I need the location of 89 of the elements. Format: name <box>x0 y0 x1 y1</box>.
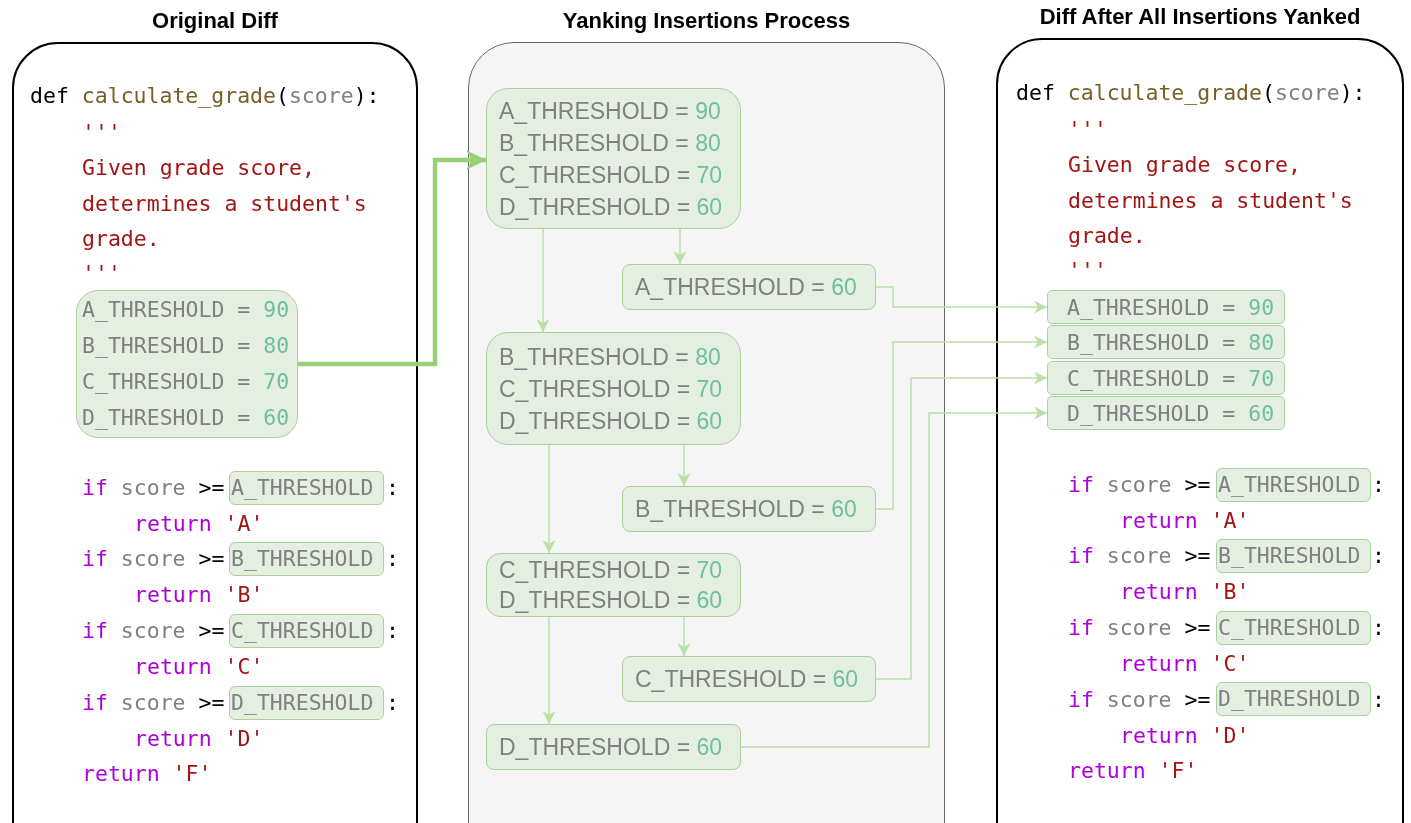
arrow <box>673 228 687 265</box>
code-line: return 'D' <box>134 725 264 753</box>
code-line: A_THRESHOLD = 90 <box>1067 293 1275 322</box>
code-block <box>622 486 876 532</box>
code-line: if score >= <box>82 689 225 717</box>
code-line: B_THRESHOLD = 80 <box>499 342 721 372</box>
code-line: return 'C' <box>134 653 264 681</box>
code-line: if score >= <box>82 617 225 645</box>
code-line: Given grade score, determines a student's grade. <box>1068 151 1354 251</box>
code-line: ''' <box>1068 116 1107 144</box>
code-line: B_THRESHOLD = 80 <box>82 332 290 360</box>
code-line: D_THRESHOLD = 60 <box>499 192 723 222</box>
code-block <box>1047 396 1285 430</box>
code-line: D_THRESHOLD = 60 <box>82 404 290 432</box>
code-line: ''' <box>82 119 121 147</box>
code-line: if score >= <box>1068 686 1211 714</box>
code-line: C_THRESHOLD = 60 <box>635 665 859 694</box>
code-line: ''' <box>1068 257 1107 285</box>
code-line: D_THRESHOLD = 60 <box>499 406 723 436</box>
code-block <box>622 656 876 702</box>
highlighted-identifier: C_THRESHOLD <box>1216 611 1371 645</box>
code-line: ''' <box>82 260 121 288</box>
code-line: if score >= <box>1068 471 1211 499</box>
code-line: A_THRESHOLD = 90 <box>82 296 290 324</box>
code-block <box>76 290 298 438</box>
arrow <box>875 286 1048 314</box>
code-line: D_THRESHOLD = 60 <box>499 586 723 615</box>
arrow <box>298 150 486 367</box>
code-line: return 'C' <box>1120 650 1250 678</box>
code-line: : <box>1372 614 1385 642</box>
code-line: if score >= <box>1068 614 1211 642</box>
code-line: B_THRESHOLD = 60 <box>635 495 857 524</box>
code-line: def calculate_grade(score): <box>30 82 380 110</box>
panel-title: Yanking Insertions Process <box>562 8 851 34</box>
panel-title: Original Diff <box>152 8 278 34</box>
arrow <box>536 228 550 333</box>
highlighted-identifier: B_THRESHOLD <box>229 542 384 576</box>
code-line: : <box>1372 471 1385 499</box>
arrow <box>542 444 556 554</box>
code-block <box>486 724 741 770</box>
code-block <box>486 332 741 445</box>
panel-title: Diff After All Insertions Yanked <box>1039 4 1361 30</box>
code-line: D_THRESHOLD = 60 <box>1067 399 1275 428</box>
code-line: C_THRESHOLD = 70 <box>1067 364 1275 393</box>
arrow <box>542 616 556 725</box>
code-line: C_THRESHOLD = 70 <box>499 556 723 585</box>
code-line: return 'D' <box>1120 722 1250 750</box>
code-line: def calculate_grade(score): <box>1016 79 1366 107</box>
highlighted-identifier: B_THRESHOLD <box>1216 539 1371 573</box>
code-block <box>1047 325 1285 359</box>
code-line: B_THRESHOLD = 80 <box>499 128 721 158</box>
code-line: : <box>1372 542 1385 570</box>
code-line: if score >= <box>82 545 225 573</box>
code-line: if score >= <box>82 474 225 502</box>
code-line: return 'F' <box>1068 757 1198 785</box>
code-block <box>1047 361 1285 395</box>
code-block <box>486 553 741 617</box>
code-line: A_THRESHOLD = 60 <box>635 273 857 302</box>
highlighted-identifier: D_THRESHOLD <box>1216 682 1371 716</box>
arrow <box>740 406 1048 748</box>
code-line: return 'A' <box>1120 507 1250 535</box>
arrow <box>677 444 691 487</box>
code-line: if score >= <box>1068 542 1211 570</box>
arrow <box>677 616 691 657</box>
code-line: : <box>386 689 399 717</box>
code-line: C_THRESHOLD = 70 <box>499 160 723 190</box>
code-line: C_THRESHOLD = 70 <box>499 374 723 404</box>
code-line: : <box>1372 686 1385 714</box>
code-line: C_THRESHOLD = 70 <box>82 368 290 396</box>
code-line: D_THRESHOLD = 60 <box>499 733 723 762</box>
code-line: : <box>386 474 399 502</box>
code-line: return 'F' <box>82 760 212 788</box>
code-line: Given grade score, determines a student's grade. <box>82 154 368 254</box>
highlighted-identifier: A_THRESHOLD <box>229 471 384 505</box>
code-line: : <box>386 545 399 573</box>
highlighted-identifier: D_THRESHOLD <box>229 686 384 720</box>
code-line: return 'B' <box>134 581 264 609</box>
arrow <box>875 335 1048 510</box>
code-block <box>1047 290 1285 324</box>
highlighted-identifier: A_THRESHOLD <box>1216 468 1371 502</box>
code-line: return 'B' <box>1120 578 1250 606</box>
code-block <box>486 88 741 229</box>
highlighted-identifier: C_THRESHOLD <box>229 614 384 648</box>
arrow <box>875 371 1048 680</box>
code-line: : <box>386 617 399 645</box>
code-line: B_THRESHOLD = 80 <box>1067 328 1275 357</box>
code-block <box>622 264 876 310</box>
code-line: A_THRESHOLD = 90 <box>499 96 721 126</box>
code-line: return 'A' <box>134 510 264 538</box>
